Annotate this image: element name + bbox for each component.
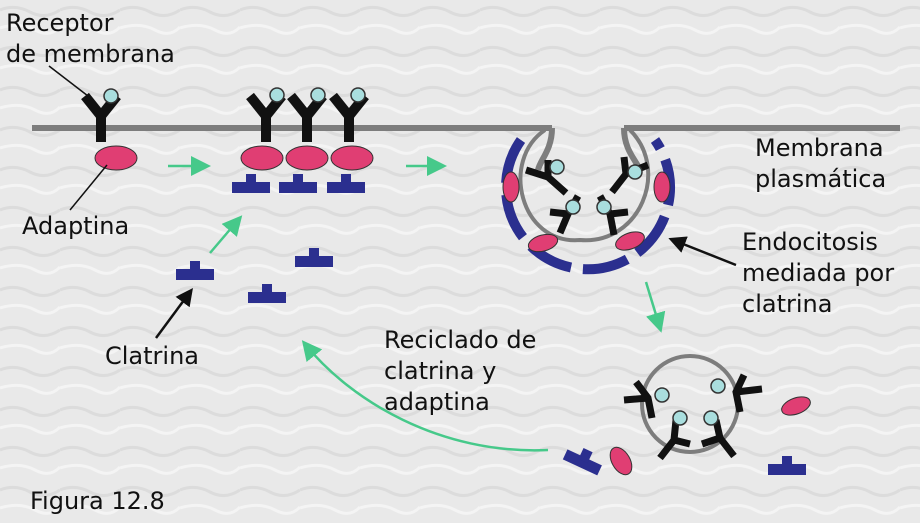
endocytic-vesicle: [623, 354, 763, 461]
coated-pit: [501, 128, 675, 275]
plasma-membrane: [32, 125, 900, 172]
released-coat: [562, 396, 811, 476]
label-reciclado: Reciclado de clatrina y adaptina: [384, 326, 537, 416]
label-adaptina: Adaptina: [22, 212, 130, 240]
flow-arrows: [168, 156, 666, 452]
adaptin-particle: [94, 145, 138, 171]
pointer-lines: [48, 65, 737, 339]
figure-caption: Figura 12.8: [30, 487, 165, 515]
label-endocitosis: Endocitosis mediada por clatrina: [742, 228, 895, 318]
ligand-particle: [103, 88, 119, 104]
label-receptor: Receptor de membrana: [6, 9, 175, 68]
label-membrana-plasmatica: Membrana plasmática: [755, 134, 887, 193]
receptor-cluster: [232, 87, 374, 193]
label-clatrina: Clatrina: [105, 342, 199, 370]
membrane-receptor: [81, 88, 138, 171]
